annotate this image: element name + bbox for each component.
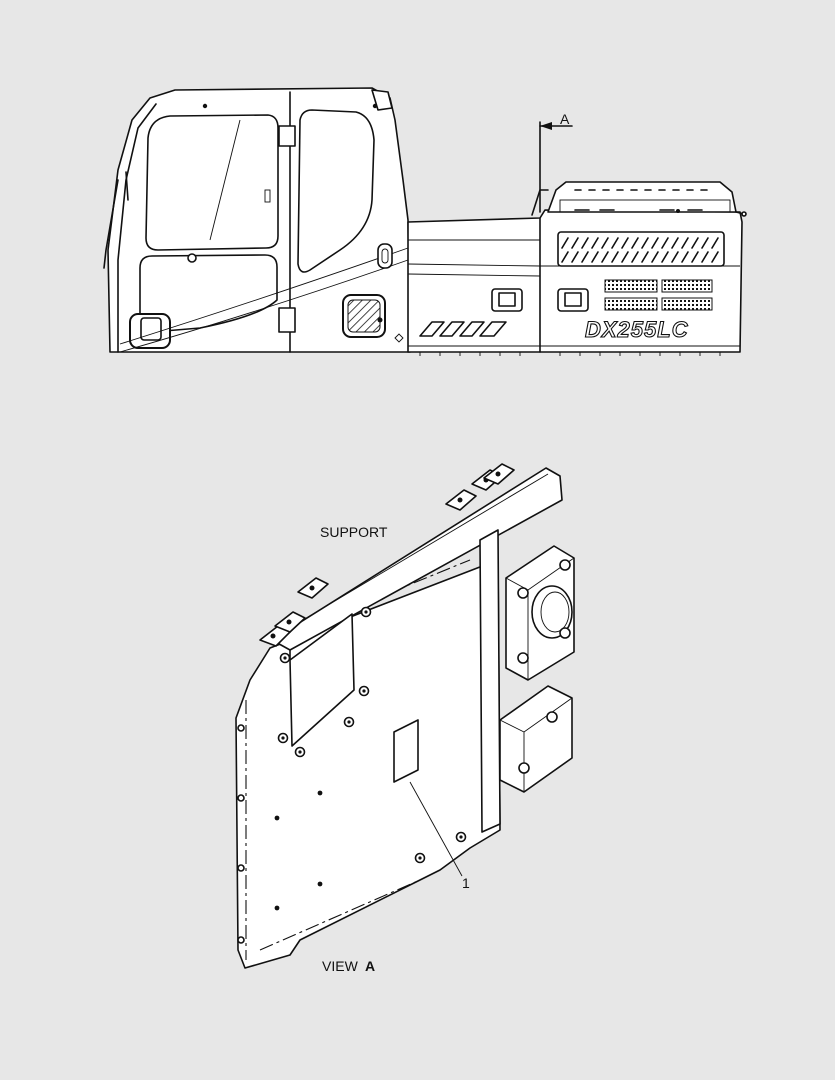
inner-cover-plate <box>289 613 355 747</box>
section-marker: A <box>539 111 573 213</box>
section-marker-label: A <box>560 111 570 127</box>
cab-front-window <box>145 114 279 251</box>
view-label-prefix: VIEW <box>322 958 359 974</box>
support-beam <box>271 467 563 651</box>
louver-slots <box>557 231 725 267</box>
hinge-lower <box>278 307 296 333</box>
support-label: SUPPORT <box>320 524 388 540</box>
panel-bolts <box>237 606 467 944</box>
view-a-detail: 1 SUPPORT VIEW A <box>235 463 575 974</box>
mount-block-lower <box>499 685 573 793</box>
cab-side-window <box>297 109 375 273</box>
hinge-upper <box>278 125 296 147</box>
vertical-channel <box>479 529 501 833</box>
view-label-letter: A <box>365 958 375 974</box>
engine-hood <box>547 181 737 213</box>
excavator-side-view: DX255LC A <box>103 87 747 356</box>
brand-badge: DX255LC <box>585 317 689 342</box>
grille-a <box>604 279 658 293</box>
callout-number: 1 <box>462 875 470 891</box>
decal-item-1 <box>393 719 419 783</box>
